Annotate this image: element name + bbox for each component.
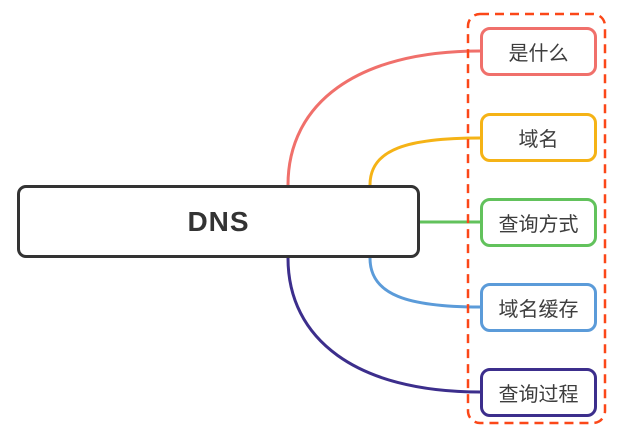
connector-root-to-child-1 [286, 49, 482, 187]
root-node-label: DNS [187, 205, 250, 237]
connector-root-to-child-5 [286, 256, 482, 394]
root-node-dns[interactable]: DNS [17, 185, 420, 258]
child-node-3[interactable]: 查询方式 [480, 198, 597, 247]
group-dashed-box [466, 12, 607, 425]
child-node-2[interactable]: 域名 [480, 113, 597, 162]
child-node-4[interactable]: 域名缓存 [480, 283, 597, 332]
child-node-3-label: 查询方式 [498, 214, 579, 236]
child-node-1-label: 是什么 [508, 43, 569, 65]
child-node-2-label: 域名 [518, 129, 559, 151]
connector-root-to-child-2 [368, 136, 482, 187]
child-node-5[interactable]: 查询过程 [480, 368, 597, 417]
child-node-1[interactable]: 是什么 [480, 27, 597, 76]
child-node-4-label: 域名缓存 [498, 299, 579, 321]
child-node-5-label: 查询过程 [498, 384, 579, 406]
connector-root-to-child-4 [368, 256, 482, 309]
